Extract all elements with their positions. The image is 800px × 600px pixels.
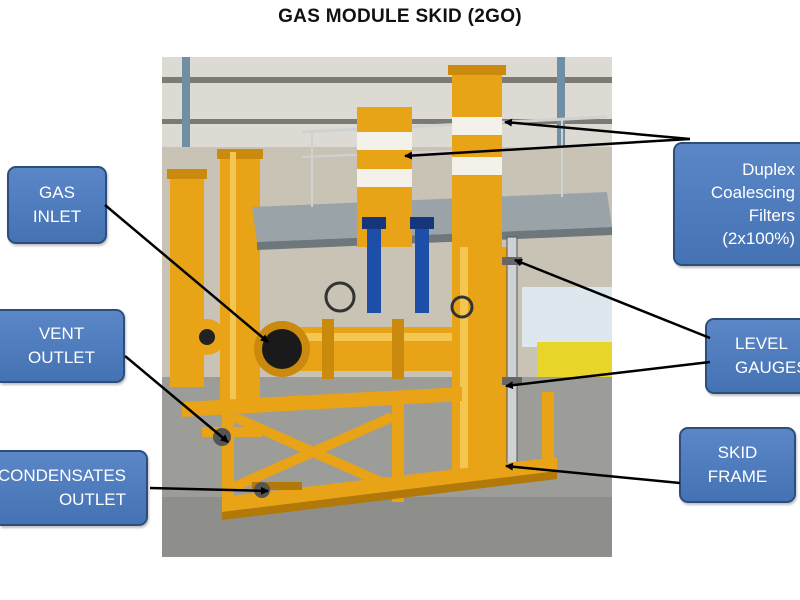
page-title: GAS MODULE SKID (2GO) [278, 6, 522, 27]
gas-inlet-label-line-2: INLET [32, 207, 82, 226]
skid-photo [162, 57, 612, 557]
condensates-outlet-label-line-1: CONDENSATES [0, 466, 126, 485]
duplex-filters-callout: Duplex Coalescing Filters (2x100%) [673, 142, 800, 266]
level-gauges-label-line-1: LEVEL [735, 334, 788, 353]
gas-inlet-label-line-1: GAS [39, 183, 75, 202]
skid-frame-label-line-2: FRAME [707, 467, 768, 486]
duplex-filters-label-line-4: (2x100%) [722, 229, 795, 248]
vent-outlet-label-line-2: OUTLET [27, 348, 96, 367]
vent-outlet-callout: VENT OUTLET [0, 309, 125, 383]
skid-frame-label-line-1: SKID [717, 443, 758, 462]
duplex-filters-label-line-2: Coalescing [710, 183, 795, 202]
vent-outlet-label-line-1: VENT [38, 324, 85, 343]
gas-inlet-callout: GAS INLET [7, 166, 107, 244]
skid-frame-callout: SKID FRAME [679, 427, 796, 503]
duplex-filters-label-line-1: Duplex [742, 160, 795, 179]
duplex-filters-label-line-3: Filters [748, 206, 795, 225]
condensates-outlet-label-line-2: OUTLET [58, 490, 126, 509]
condensates-outlet-callout: CONDENSATES OUTLET [0, 450, 148, 526]
